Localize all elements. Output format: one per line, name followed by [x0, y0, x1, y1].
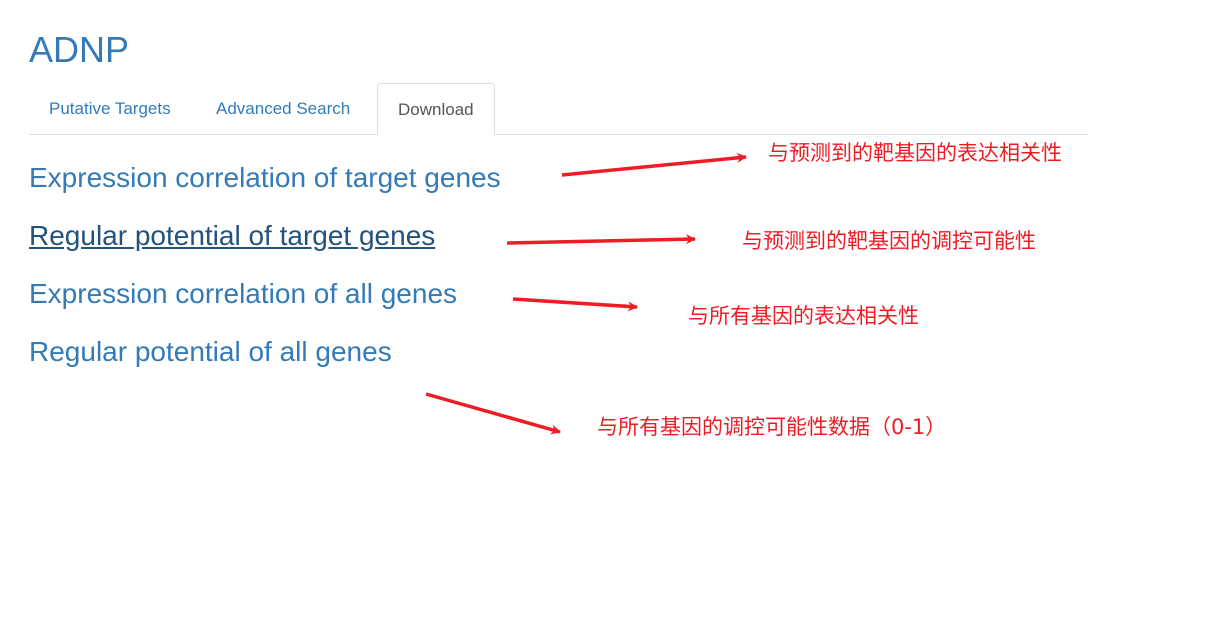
arrow-3 — [512, 297, 638, 312]
download-link-regular-potential-all-genes[interactable]: Regular potential of all genes — [29, 336, 392, 367]
tab-putative-targets[interactable]: Putative Targets — [49, 99, 171, 118]
annotation-4: 与所有基因的调控可能性数据（0-1） — [597, 415, 947, 439]
tab-download[interactable]: Download — [377, 83, 495, 136]
download-link-expression-target-genes[interactable]: Expression correlation of target genes — [29, 162, 501, 193]
nav-tabs: Putative Targets Advanced Search Downloa… — [29, 83, 1088, 136]
page-title: ADNP — [29, 29, 130, 70]
annotation-2: 与预测到的靶基因的调控可能性 — [742, 229, 1036, 253]
arrow-4 — [425, 392, 561, 435]
download-link-expression-all-genes[interactable]: Expression correlation of all genes — [29, 278, 458, 309]
download-link-regular-potential-target-genes[interactable]: Regular potential of target genes — [29, 220, 436, 251]
annotation-3: 与所有基因的表达相关性 — [688, 304, 919, 328]
tab-advanced-search[interactable]: Advanced Search — [216, 99, 351, 118]
arrow-1 — [561, 152, 747, 177]
arrow-2 — [506, 234, 696, 245]
annotation-1: 与预测到的靶基因的表达相关性 — [768, 141, 1062, 165]
